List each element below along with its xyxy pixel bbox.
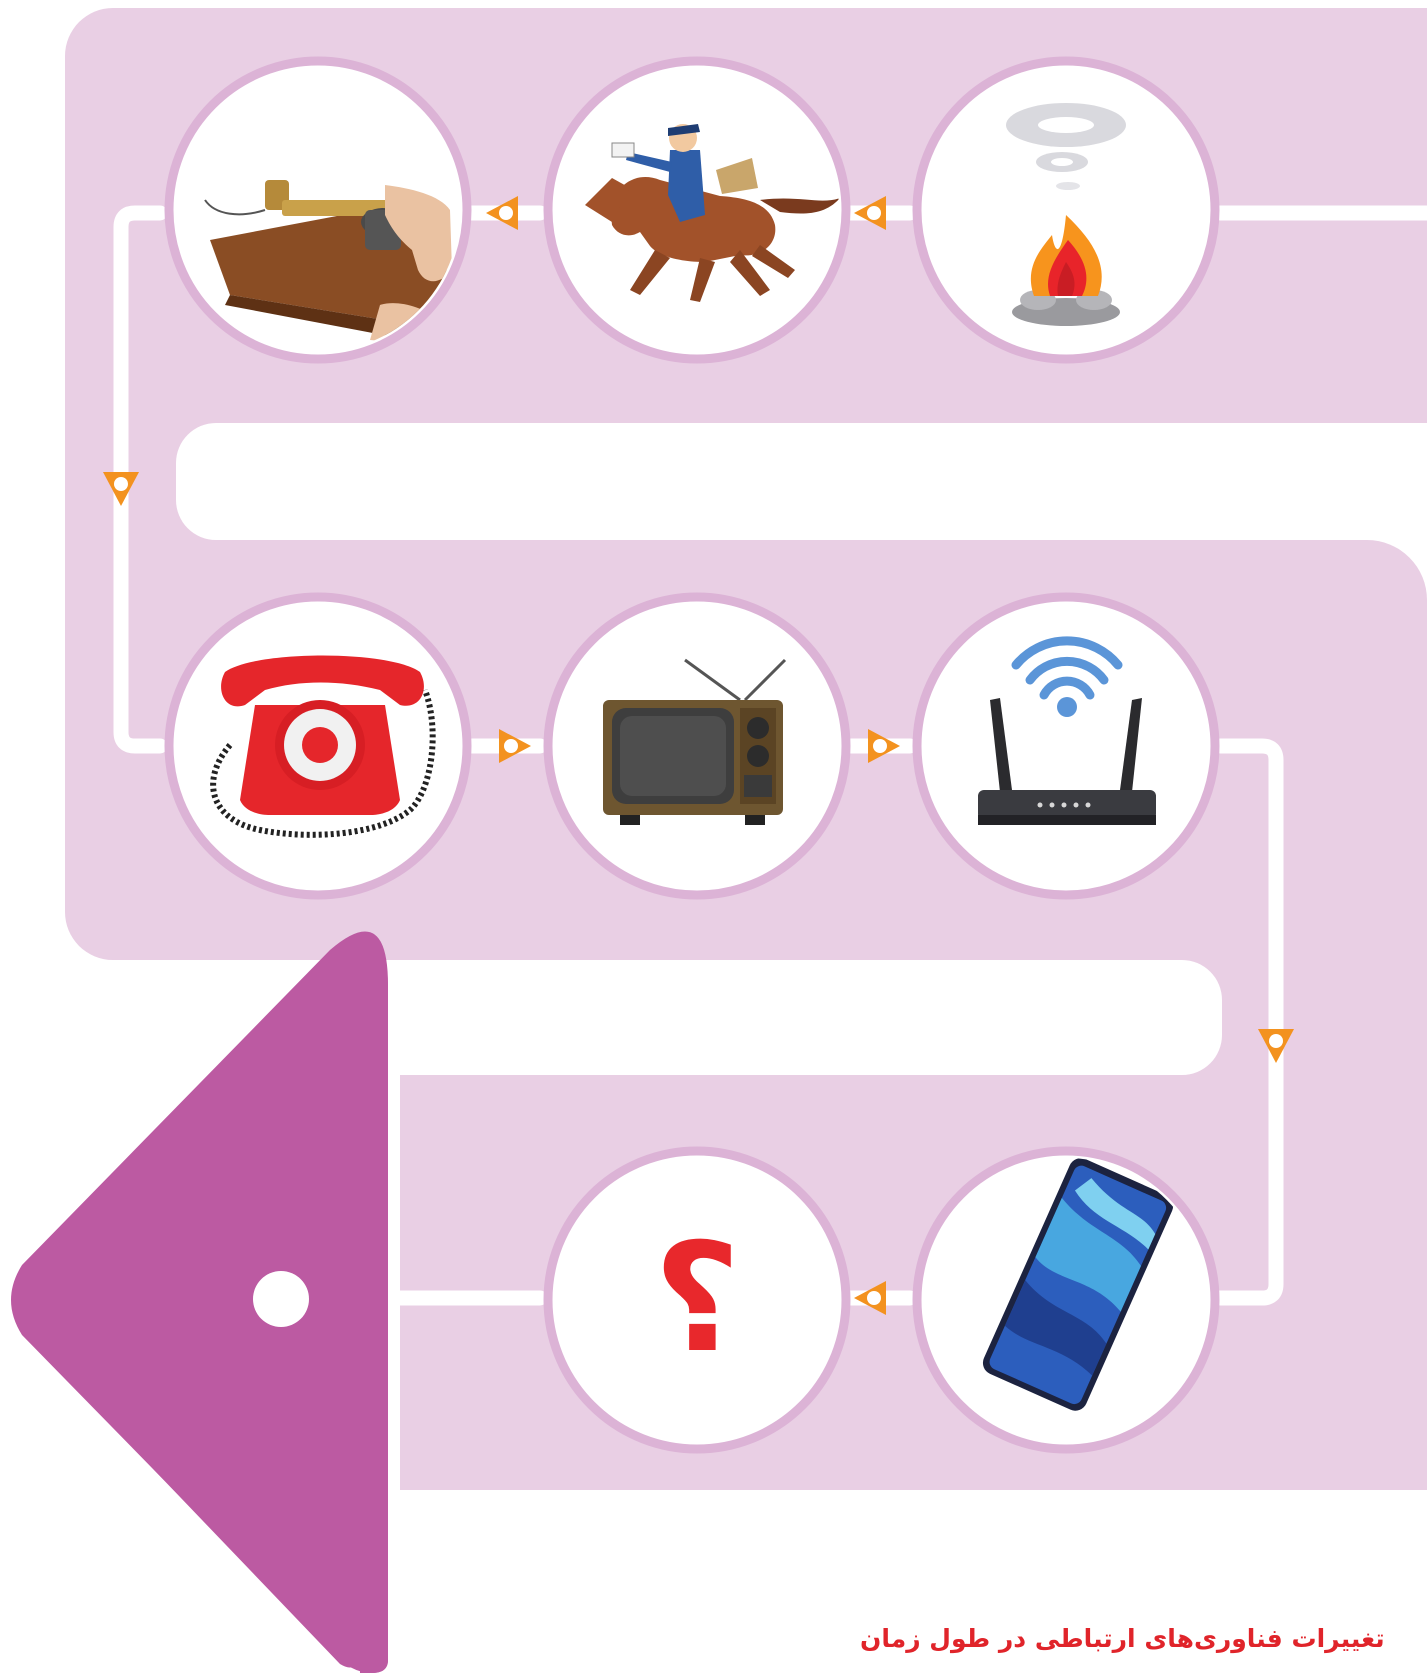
arrow-down-1 [103, 472, 139, 506]
arrow-left-3 [854, 1281, 886, 1315]
end-node [253, 1271, 309, 1327]
arrow-down-2 [1258, 1029, 1294, 1063]
arrow-right-2 [868, 729, 900, 763]
end-arrow-body [11, 931, 388, 1673]
arrow-left-2 [486, 196, 518, 230]
unknown-future-icon: ؟ [653, 1212, 740, 1386]
diagram-caption: تغییرات فناوری‌های ارتباطی در طول زمان [860, 1624, 1427, 1653]
arrow-left-1 [854, 196, 886, 230]
arrow-right-1 [499, 729, 531, 763]
